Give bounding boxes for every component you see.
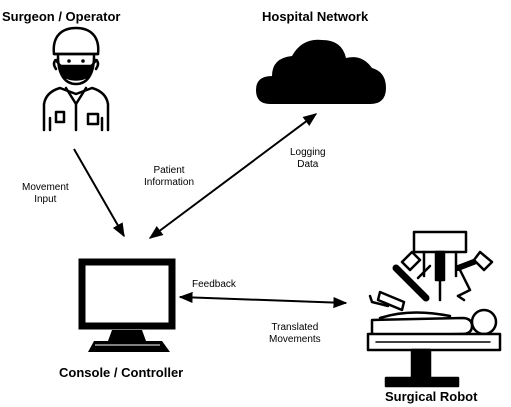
edge-feedback-translated (178, 291, 348, 309)
surgeon-icon (42, 26, 110, 132)
console-title: Console / Controller (59, 365, 184, 380)
surgeon-title: Surgeon / Operator (2, 9, 121, 24)
label-movement-input-line1: Movement (22, 182, 69, 193)
edge-patient-logging (148, 113, 318, 239)
label-logging-data-line1: Logging (290, 147, 326, 158)
monitor-icon (78, 258, 176, 352)
label-translated-movements-line1: Translated (271, 322, 319, 333)
robot-title: Surgical Robot (385, 389, 478, 404)
label-translated-movements-line2: Movements (269, 334, 321, 345)
label-logging-data-line2: Data (297, 159, 319, 170)
label-feedback-line1: Feedback (192, 279, 236, 290)
label-feedback: Feedback (192, 279, 236, 291)
label-logging-data: Logging Data (290, 147, 326, 171)
label-patient-information: Patient Information (144, 165, 194, 189)
label-movement-input: Movement Input (22, 182, 69, 206)
label-translated-movements: Translated Movements (269, 322, 321, 346)
edge-movement-input (73, 148, 125, 238)
network-title: Hospital Network (262, 9, 369, 24)
label-movement-input-line2: Input (34, 194, 57, 205)
surgical-robot-icon (366, 230, 502, 388)
label-patient-information-line2: Information (144, 177, 195, 188)
cloud-icon (256, 39, 386, 104)
label-patient-information-line1: Patient (153, 165, 185, 176)
